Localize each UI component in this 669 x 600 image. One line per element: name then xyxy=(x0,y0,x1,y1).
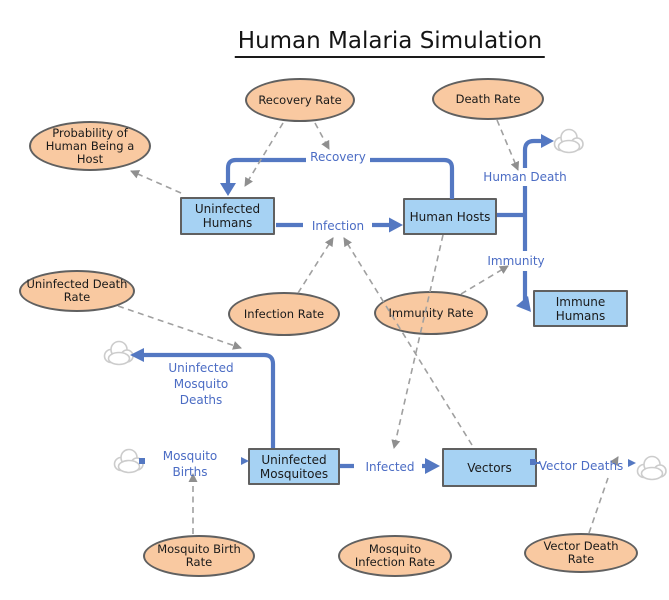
connector-recovery-rate-to-recovery-flow xyxy=(314,122,330,150)
uninfected-mosquito-deaths-arrowhead-icon xyxy=(130,348,144,362)
human-death-flow-pipe xyxy=(522,138,542,168)
mosquito-births-arrowhead-icon xyxy=(241,457,249,465)
recovery-flow-arrowhead-icon xyxy=(220,183,236,196)
stock-vectors[interactable]: Vectors xyxy=(442,448,537,487)
human-death-sink-cloud-icon[interactable] xyxy=(553,128,584,154)
stock-immune-humans[interactable]: Immune Humans xyxy=(533,290,628,327)
converter-vector-death-rate[interactable]: Vector Death Rate xyxy=(524,533,638,573)
converter-recovery-rate[interactable]: Recovery Rate xyxy=(245,78,355,122)
converter-probability-of-human-being-a-host[interactable]: Probability of Human Being a Host xyxy=(29,121,151,171)
immunity-flow-arrowhead-icon xyxy=(516,296,531,312)
infected-flow-arrowhead-icon xyxy=(425,458,440,474)
flow-label-recovery[interactable]: Recovery xyxy=(310,150,366,164)
stock-uninfected-mosquitoes[interactable]: Uninfected Mosquitoes xyxy=(248,448,340,485)
flow-label-immunity[interactable]: Immunity xyxy=(487,254,545,268)
vector-deaths-source-square xyxy=(530,459,536,465)
stock-uninfected-humans[interactable]: Uninfected Humans xyxy=(180,197,275,235)
connector-infection-rate-to-infection-flow xyxy=(297,237,334,294)
mosquito-births-source-cloud-icon[interactable] xyxy=(113,448,144,474)
flow-label-human-death[interactable]: Human Death xyxy=(483,170,567,184)
connector-vector-death-rate-to-vector-deaths-flow xyxy=(588,457,618,534)
stock-human-hosts[interactable]: Human Hosts xyxy=(403,198,497,235)
flow-label-uninfected-mosquito-deaths[interactable]: Uninfected Mosquito Deaths xyxy=(168,361,234,407)
flow-label-mosquito-births[interactable]: Mosquito Births xyxy=(162,449,218,479)
converter-death-rate[interactable]: Death Rate xyxy=(432,78,544,120)
vector-deaths-arrowhead-icon xyxy=(628,459,636,467)
diagram-title: Human Malaria Simulation xyxy=(234,28,546,58)
uninfected-mosquito-deaths-flow-pipe xyxy=(141,352,276,448)
converter-immunity-rate[interactable]: Immunity Rate xyxy=(374,291,488,335)
flow-label-vector-deaths[interactable]: Vector Deaths xyxy=(538,459,624,473)
connector-immunity-rate-to-immunity-flow xyxy=(460,265,509,295)
connector-recovery-rate-to-uninfected-humans xyxy=(244,122,284,187)
connector-death-rate-to-human-death-flow xyxy=(496,119,520,171)
flow-label-infected[interactable]: Infected xyxy=(365,460,415,474)
flow-label-infection[interactable]: Infection xyxy=(311,219,365,233)
converter-mosquito-birth-rate[interactable]: Mosquito Birth Rate xyxy=(143,535,255,577)
recovery-flow-pipe xyxy=(225,157,455,199)
infection-flow-arrowhead-icon xyxy=(389,217,403,233)
connector-vectors-to-infection-flow xyxy=(343,237,473,446)
connector-uninfected-death-rate-to-mosquito-deaths-flow xyxy=(117,305,242,350)
uninfected-mosquito-deaths-sink-cloud-icon[interactable] xyxy=(103,340,134,366)
connector-human-hosts-to-infected-flow xyxy=(391,234,444,449)
vector-deaths-sink-cloud-icon[interactable] xyxy=(636,455,667,481)
connector-uninfected-humans-to-probability xyxy=(130,170,182,194)
converter-uninfected-death-rate[interactable]: Uninfected Death Rate xyxy=(19,270,135,312)
converter-infection-rate[interactable]: Infection Rate xyxy=(228,292,340,336)
converter-mosquito-infection-rate[interactable]: Mosquito Infection Rate xyxy=(338,535,452,577)
human-death-flow-arrowhead-icon xyxy=(541,134,554,148)
mosquito-births-source-square xyxy=(139,458,145,464)
